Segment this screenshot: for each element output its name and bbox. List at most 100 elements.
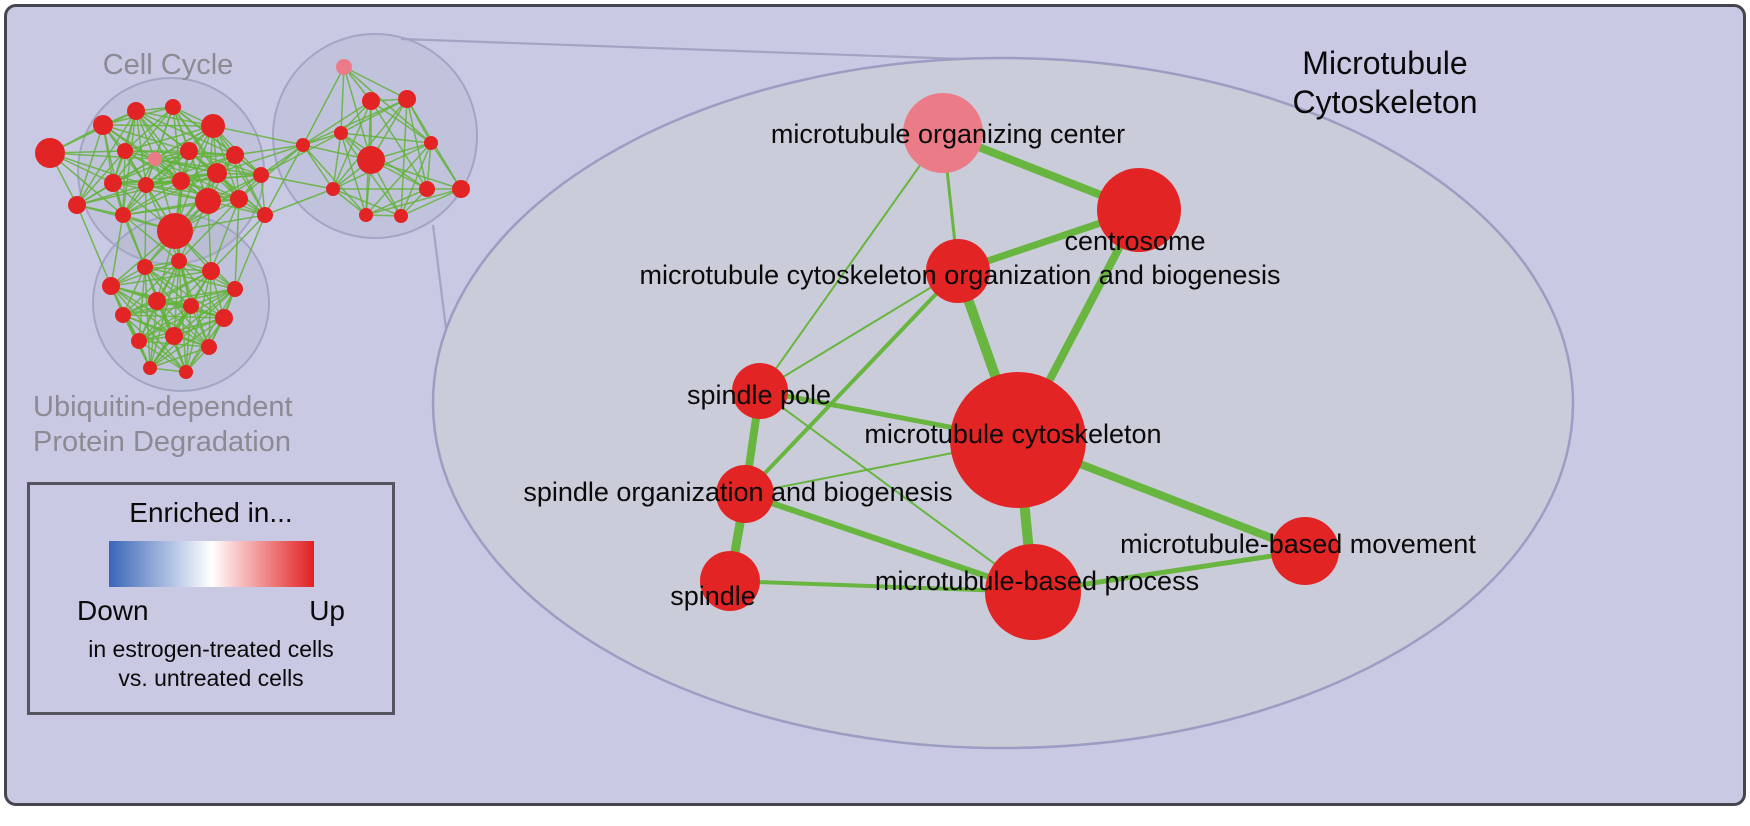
overview-node bbox=[115, 207, 131, 223]
overview-node bbox=[127, 102, 145, 120]
overview-node bbox=[35, 138, 65, 168]
overview-node bbox=[452, 180, 470, 198]
overview-node bbox=[359, 208, 373, 222]
overview-node bbox=[253, 167, 269, 183]
overview-edge bbox=[212, 125, 304, 146]
node-spindle bbox=[700, 551, 760, 611]
overview-edge bbox=[365, 188, 428, 216]
overview-edge bbox=[260, 132, 342, 176]
node-label-spindle-organization-and-biogenesis: spindle organization and biogenesis bbox=[523, 477, 952, 507]
overview-node bbox=[131, 333, 147, 349]
enrichment-map-svg: microtubule organizing center centrosome m… bbox=[35, 33, 1575, 750]
overview-node bbox=[171, 253, 187, 269]
overview-edge bbox=[332, 98, 408, 190]
overview-edge bbox=[138, 317, 225, 342]
overview-edge bbox=[340, 132, 402, 217]
overview-edge bbox=[76, 204, 112, 287]
overview-node bbox=[180, 142, 198, 160]
overview-edge bbox=[122, 288, 236, 316]
overview-node bbox=[115, 307, 131, 323]
overview-edge bbox=[110, 214, 124, 287]
legend-box: Enriched in... Down Up in estrogen-treat… bbox=[27, 482, 395, 715]
node-label-spindle-pole: spindle pole bbox=[687, 380, 831, 410]
overview-node bbox=[137, 259, 153, 275]
overview-edge bbox=[180, 180, 266, 216]
overview-edge bbox=[138, 305, 192, 342]
overview-edge bbox=[332, 188, 402, 217]
overview-edge bbox=[212, 125, 266, 216]
figure-canvas: microtubule organizing center centrosome m… bbox=[4, 4, 1746, 806]
overview-node bbox=[215, 309, 233, 327]
legend-caption-line1: in estrogen-treated cells bbox=[88, 636, 334, 662]
overview-node bbox=[93, 115, 113, 135]
overview-edge bbox=[112, 106, 174, 184]
overview-edge bbox=[135, 110, 236, 156]
edge-microtubule-organizing-center--spindle-pole bbox=[759, 132, 944, 392]
node-spindle-pole bbox=[732, 363, 788, 419]
overview-edge bbox=[112, 150, 190, 184]
overview-node bbox=[148, 292, 166, 310]
node-microtubule-cytoskeleton-organization-and-biogenesis bbox=[926, 239, 990, 303]
node-centrosome bbox=[1097, 168, 1181, 252]
overview-edge bbox=[144, 266, 151, 369]
edge-spindle-pole--microtubule-based-process bbox=[759, 390, 1034, 593]
node-label-microtubule-based-process: microtubule-based process bbox=[875, 566, 1199, 596]
overview-edge bbox=[145, 184, 240, 200]
cluster-label-ubiquitin: Ubiquitin-dependent Protein Degradation bbox=[33, 390, 293, 460]
overview-node bbox=[117, 143, 133, 159]
overview-edge bbox=[149, 346, 210, 369]
overview-edge bbox=[144, 184, 147, 268]
overview-edge bbox=[122, 260, 180, 316]
overview-node bbox=[157, 213, 193, 249]
legend-caption-line2: vs. untreated cells bbox=[118, 665, 304, 691]
legend-gradient-bar bbox=[108, 541, 314, 587]
overview-node bbox=[183, 298, 199, 314]
overview-node bbox=[336, 59, 352, 75]
overview-node bbox=[143, 361, 157, 375]
overview-edge bbox=[216, 144, 304, 174]
legend-down-label: Down bbox=[77, 595, 149, 626]
overview-edge bbox=[49, 152, 124, 216]
overview-edge bbox=[264, 144, 304, 216]
overview-edge bbox=[122, 314, 210, 348]
overview-edge bbox=[122, 214, 146, 268]
node-label-spindle: spindle bbox=[670, 581, 756, 611]
overview-edge bbox=[144, 266, 210, 348]
overview-node bbox=[104, 174, 122, 192]
overview-edge bbox=[178, 198, 240, 262]
overview-edge bbox=[178, 260, 225, 319]
overview-edge bbox=[149, 317, 225, 369]
overview-edge bbox=[238, 144, 304, 200]
overview-edge bbox=[370, 100, 432, 144]
overview-node bbox=[419, 181, 435, 197]
overview-edge bbox=[343, 66, 408, 100]
overview-node bbox=[179, 365, 193, 379]
overview-edge bbox=[122, 180, 182, 216]
overview-edge bbox=[210, 198, 240, 272]
overview-edge bbox=[340, 132, 432, 144]
edge-spindle-organization-and-biogenesis--microtubule-based-process bbox=[742, 491, 1036, 595]
overview-edge bbox=[234, 214, 266, 290]
overview-edge bbox=[430, 142, 462, 190]
overview-edge bbox=[302, 144, 334, 190]
overview-edge bbox=[332, 132, 342, 190]
overview-edge bbox=[49, 110, 137, 154]
overview-node bbox=[398, 90, 416, 108]
overview-edge bbox=[302, 66, 345, 146]
overview-node bbox=[102, 277, 120, 295]
overview-node bbox=[148, 152, 162, 166]
overview-node bbox=[424, 136, 438, 150]
overview-edge bbox=[234, 144, 304, 156]
zoom-connector-line-1 bbox=[400, 37, 1019, 63]
overview-edge bbox=[180, 154, 236, 182]
overview-node bbox=[138, 177, 154, 193]
overview-edge bbox=[149, 288, 236, 369]
overview-edge bbox=[124, 125, 214, 152]
overview-edge bbox=[400, 98, 408, 217]
overview-edge bbox=[149, 260, 180, 369]
node-label-centrosome: centrosome bbox=[1064, 226, 1205, 256]
node-label-microtubule-organizing-center: microtubule organizing center bbox=[771, 119, 1125, 149]
overview-edge bbox=[76, 180, 182, 206]
overview-edge bbox=[400, 188, 462, 217]
